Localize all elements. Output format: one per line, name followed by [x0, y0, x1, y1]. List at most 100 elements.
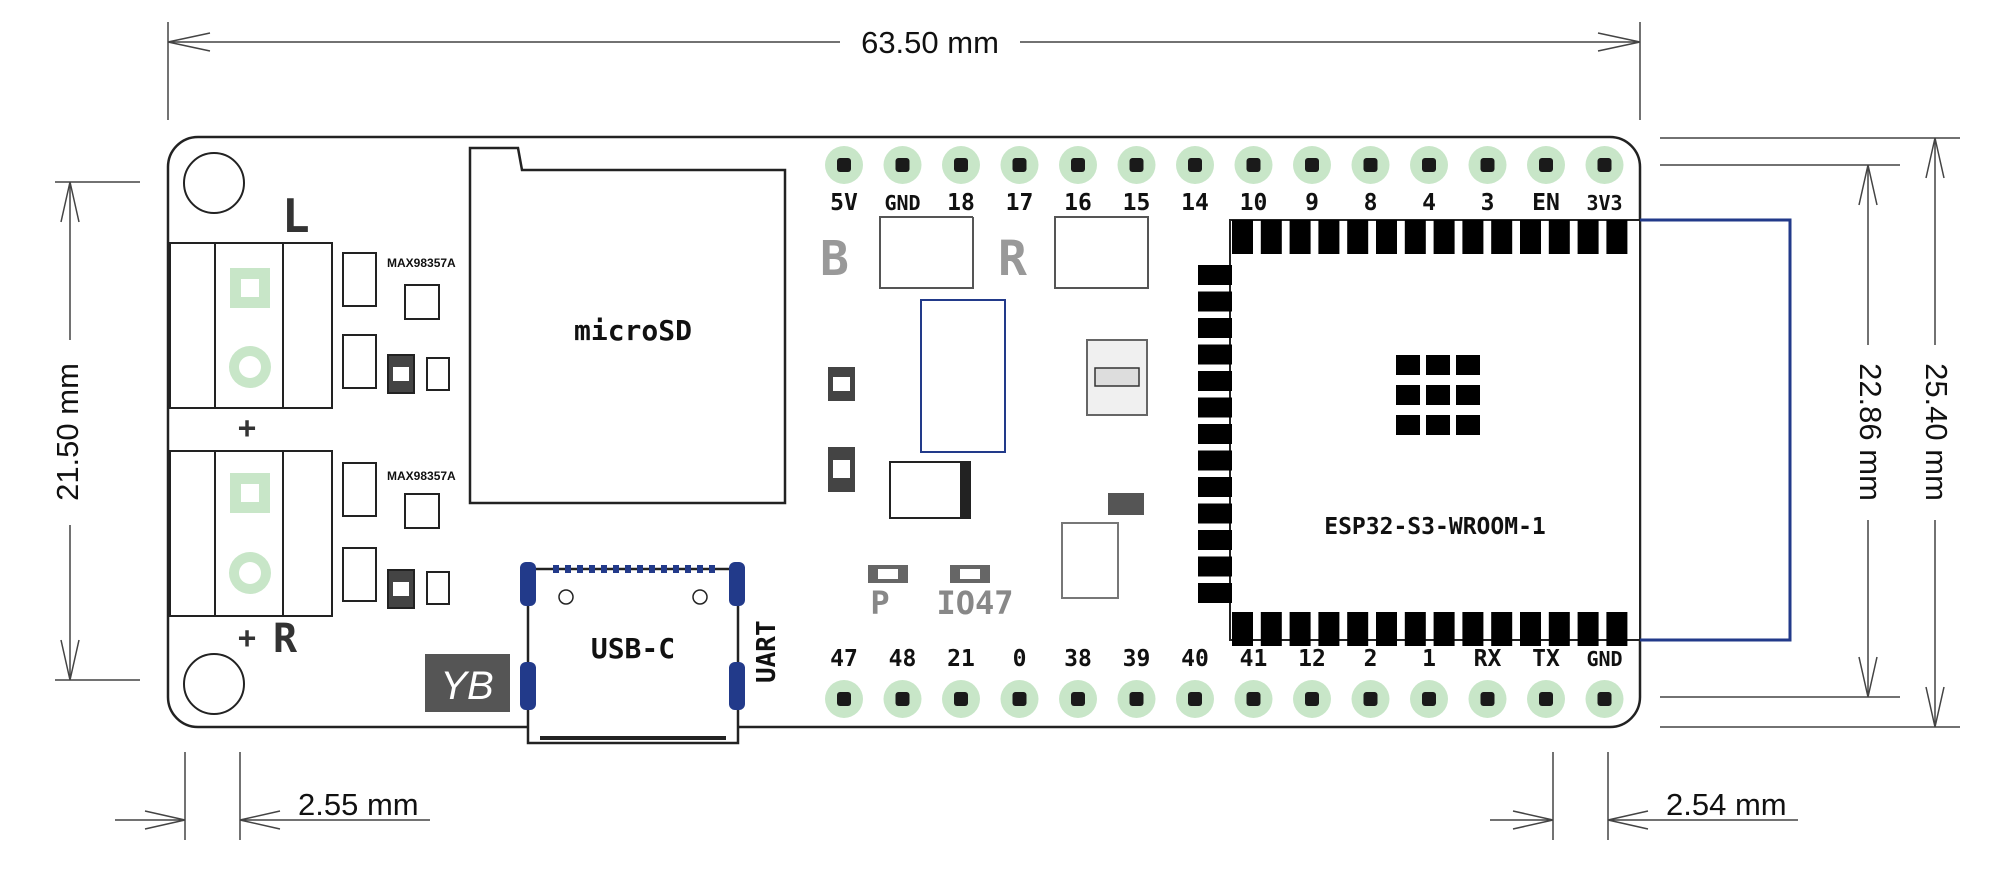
module-pad-bottom [1404, 612, 1426, 646]
mounting-hole-top [183, 152, 245, 214]
top-header-pin: 17 [1000, 146, 1039, 216]
module-pad-top [1606, 220, 1628, 254]
top-header-pin: 15 [1117, 146, 1156, 216]
bottom-header-pin-label: 48 [889, 646, 917, 672]
bottom-header-pin: 1 [1410, 646, 1448, 718]
module-pad-bottom [1606, 612, 1628, 646]
bottom-header-pin-label: 1 [1422, 646, 1436, 672]
microsd-slot [468, 146, 787, 505]
bottom-header-pin-label: 2 [1364, 646, 1378, 672]
dimension-width-label: 63.50 mm [861, 25, 999, 60]
logo-badge [425, 654, 510, 712]
amp-chip-label-top: MAX98357A [387, 256, 456, 270]
module-pad-bottom [1433, 612, 1455, 646]
speaker-terminal-left [169, 242, 333, 409]
module-pads [1198, 220, 1628, 646]
module-pad-side [1198, 371, 1232, 391]
ic-chip [920, 299, 1006, 453]
module-pad-bottom [1520, 612, 1541, 646]
module-pad-bottom [1577, 612, 1599, 646]
top-header-pin: 10 [1234, 146, 1273, 216]
module-pad-bottom [1260, 612, 1282, 646]
module-pad-side [1198, 397, 1232, 418]
resistor [1108, 493, 1144, 515]
bottom-header-pin: 41 [1234, 646, 1273, 718]
led-p-label: P [870, 584, 889, 622]
bottom-header-pin: RX [1468, 646, 1507, 718]
module-pad-top [1347, 220, 1369, 254]
top-header-pin-label: 18 [947, 190, 975, 216]
amp-components-bottom [342, 462, 450, 609]
module-pad-bottom [1462, 612, 1484, 646]
module-pad-side [1198, 424, 1232, 444]
bottom-header-pin-label: 38 [1064, 646, 1092, 672]
module-thermal-pad [1396, 355, 1480, 435]
top-header-pin: 3V3 [1585, 146, 1624, 215]
module-pad-side [1198, 503, 1232, 524]
top-header-pin-label: 4 [1422, 190, 1436, 216]
bottom-header-pin-label: RX [1474, 646, 1502, 672]
top-header-pin: EN [1527, 146, 1565, 216]
bottom-header-pin: 47 [825, 646, 863, 718]
module-pad-top [1462, 220, 1484, 254]
esp32-module-label: ESP32-S3-WROOM-1 [1324, 514, 1546, 540]
top-header-pin: 5V [825, 146, 863, 216]
top-header-pin-label: GND [884, 191, 920, 215]
module-pad-top [1548, 220, 1570, 254]
dimension-pin-offset-label: 2.54 mm [1666, 787, 1787, 822]
dimension-height-outer [1660, 137, 1960, 728]
top-header-pin: GND [883, 146, 922, 215]
microsd-label: microSD [574, 314, 692, 347]
dimension-height-left-label: 21.50 mm [50, 363, 85, 501]
button-b[interactable] [879, 216, 974, 289]
bottom-header-pin: 48 [883, 646, 922, 718]
dimension-height-inner [1660, 164, 1900, 698]
dimension-pin-offset [1490, 752, 1798, 840]
crystal [1061, 522, 1119, 599]
top-header-pin-label: 8 [1364, 190, 1378, 216]
dimension-hole-offset-label: 2.55 mm [298, 787, 419, 822]
module-pad-top [1376, 220, 1397, 254]
module-pad-top [1260, 220, 1282, 254]
module-pad-top [1577, 220, 1599, 254]
top-header-pin: 14 [1176, 146, 1214, 216]
module-pad-top [1232, 220, 1253, 254]
top-header-pin-label: 9 [1305, 190, 1319, 216]
module-antenna-outline [1640, 218, 1792, 642]
bottom-header-pin: 39 [1117, 646, 1156, 718]
module-pad-side [1198, 265, 1232, 285]
top-header-pin: 4 [1410, 146, 1448, 216]
top-header-pin-label: 17 [1006, 190, 1034, 216]
channel-right-label: R [273, 616, 298, 662]
top-header-pin-label: 3 [1481, 190, 1495, 216]
top-header-pin-label: 16 [1064, 190, 1092, 216]
bottom-header-pin-label: 40 [1181, 646, 1209, 672]
module-pad-side [1198, 530, 1232, 550]
button-r-label: R [998, 231, 1027, 287]
top-header-pin: 3 [1468, 146, 1507, 216]
module-pad-top [1433, 220, 1455, 254]
usb-c-label: USB-C [591, 632, 675, 665]
bottom-header-pin: 2 [1351, 646, 1390, 718]
bottom-header-pin: GND [1585, 647, 1624, 718]
uart-label: UART [752, 620, 782, 683]
top-header-pin-label: EN [1532, 190, 1560, 216]
top-header-pin: 9 [1293, 146, 1331, 216]
top-header-pin: 18 [942, 146, 980, 216]
button-r[interactable] [1054, 216, 1149, 289]
logo-text: YB [440, 664, 493, 708]
module-pad-bottom [1289, 612, 1311, 646]
speaker-terminal-right [169, 450, 333, 617]
module-pad-bottom [1318, 612, 1340, 646]
channel-left-label: L [282, 189, 310, 243]
module-pad-side [1198, 450, 1232, 471]
module-pad-bottom [1232, 612, 1253, 646]
bottom-header-pin-label: 41 [1240, 646, 1268, 672]
module-pad-top [1318, 220, 1340, 254]
bottom-header-pin: 21 [942, 646, 980, 718]
module-pad-top [1289, 220, 1311, 254]
module-pad-side [1198, 318, 1232, 338]
top-header-pin-label: 14 [1181, 190, 1209, 216]
